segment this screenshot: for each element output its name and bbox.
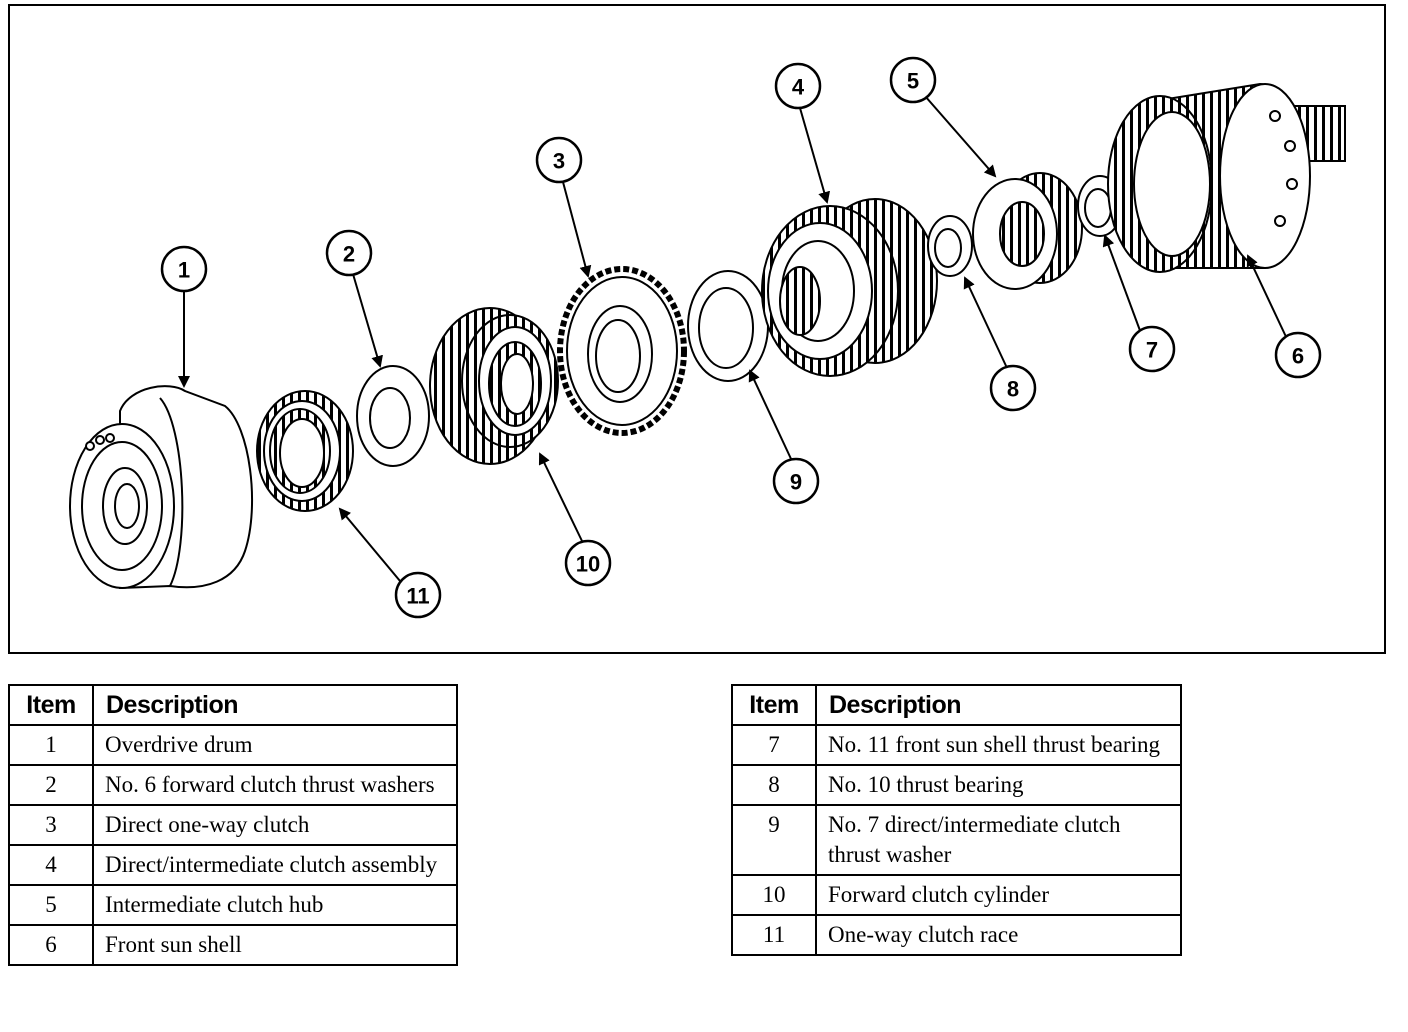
item-description: One-way clutch race <box>815 914 1182 956</box>
item-number: 5 <box>8 884 94 926</box>
direct-one-way-clutch-part <box>557 266 687 436</box>
leader-8 <box>963 276 1008 369</box>
leader-2 <box>352 273 383 368</box>
callout-11-label: 11 <box>406 584 429 609</box>
callout-3-label: 3 <box>553 149 565 174</box>
callout-7-label: 7 <box>1146 338 1158 363</box>
callout-1-circle <box>160 245 208 293</box>
item-description: No. 7 direct/intermediate clutch thrust … <box>815 804 1182 876</box>
legend-header-row: Item Description <box>731 684 1182 726</box>
callout-3-circle <box>535 136 583 184</box>
item-number: 1 <box>8 724 94 766</box>
thrust-washer-part <box>356 365 430 467</box>
item-description: Front sun shell <box>92 924 458 966</box>
exploded-view-figure: 1 2 3 4 5 6 7 8 9 10 11 <box>8 4 1386 654</box>
item-number: 7 <box>731 724 817 766</box>
front-sun-shell-part <box>1107 82 1346 273</box>
callout-9-label: 9 <box>790 470 802 495</box>
legend-header-row: Item Description <box>8 684 458 726</box>
item-number: 9 <box>731 804 817 876</box>
thrust-bearing-part <box>927 215 973 277</box>
item-number: 11 <box>731 914 817 956</box>
leader-5 <box>924 95 997 178</box>
item-description: Direct/intermediate clutch assembly <box>92 844 458 886</box>
callout-5-label: 5 <box>907 69 919 94</box>
one-way-clutch-race-part <box>256 390 354 512</box>
item-description: Forward clutch cylinder <box>815 874 1182 916</box>
item-description: Direct one-way clutch <box>92 804 458 846</box>
direct-intermediate-clutch-assembly-part <box>761 198 938 377</box>
callout-4-circle <box>774 62 822 110</box>
item-description: Overdrive drum <box>92 724 458 766</box>
direct-intermediate-thrust-washer-part <box>687 270 769 382</box>
overdrive-drum-part <box>69 385 254 590</box>
callout-6-circle <box>1274 331 1322 379</box>
exploded-view-drawing: 1 2 3 4 5 6 7 8 9 10 11 <box>69 56 1346 619</box>
leader-4 <box>799 107 831 204</box>
callout-leaders <box>178 95 1289 582</box>
callout-4-label: 4 <box>792 75 805 100</box>
item-description: Intermediate clutch hub <box>92 884 458 926</box>
item-description: No. 6 forward clutch thrust washers <box>92 764 458 806</box>
leader-9 <box>748 369 793 462</box>
item-number: 4 <box>8 844 94 886</box>
leader-10 <box>538 452 583 542</box>
leader-3 <box>562 181 592 278</box>
item-description: No. 10 thrust bearing <box>815 764 1182 806</box>
callout-8-circle <box>989 364 1037 412</box>
item-number: 6 <box>8 924 94 966</box>
leader-11 <box>338 507 401 582</box>
column-header-description: Description <box>815 684 1182 726</box>
callout-10-circle <box>564 539 612 587</box>
callout-9-circle <box>772 457 820 505</box>
callout-7-circle <box>1128 325 1176 373</box>
callout-10-label: 10 <box>576 552 600 577</box>
callout-1-label: 1 <box>178 258 190 283</box>
item-number: 8 <box>731 764 817 806</box>
item-description: No. 11 front sun shell thrust bearing <box>815 724 1182 766</box>
column-header-description: Description <box>92 684 458 726</box>
leader-6 <box>1246 254 1289 342</box>
item-number: 3 <box>8 804 94 846</box>
callout-8-label: 8 <box>1007 377 1019 402</box>
callout-2-label: 2 <box>343 242 355 267</box>
forward-clutch-cylinder-part <box>429 307 559 465</box>
intermediate-clutch-hub-part <box>972 172 1083 290</box>
callout-2-circle <box>325 229 373 277</box>
leader-7 <box>1102 234 1143 337</box>
column-header-item: Item <box>731 684 817 726</box>
item-number: 10 <box>731 874 817 916</box>
callout-5-circle <box>889 56 937 104</box>
callout-6-label: 6 <box>1292 344 1304 369</box>
callout-circles <box>160 56 1322 619</box>
column-header-item: Item <box>8 684 94 726</box>
item-number: 2 <box>8 764 94 806</box>
callout-11-circle <box>394 571 442 619</box>
